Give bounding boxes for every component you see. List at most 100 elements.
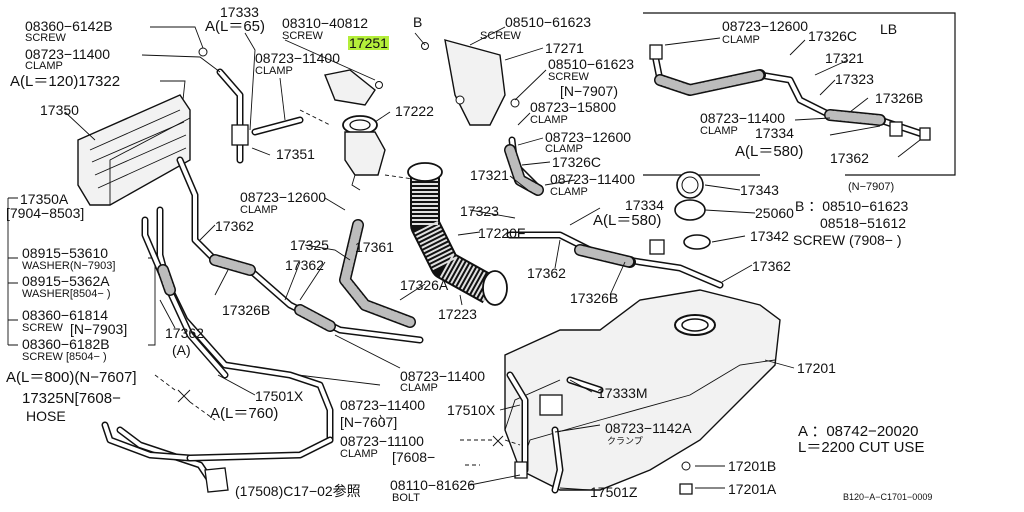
part-label: 17271 [545, 40, 584, 56]
part-label: B [413, 14, 423, 30]
part-label: 17201B [728, 458, 777, 474]
part-label: WASHER[8504− ) [22, 288, 111, 300]
part-label: 17510X [447, 402, 496, 418]
part-label: 17321 [470, 167, 509, 183]
part-label: CLAMP [255, 65, 293, 77]
part-label: 08915−5362A [22, 273, 110, 289]
part-label: 17342 [750, 228, 789, 244]
part-label: 17362 [215, 218, 254, 234]
part-label: SCREW (7908− ) [793, 232, 902, 248]
highlighted-part-label: 17251 [348, 35, 389, 51]
part-label: 17223 [438, 306, 477, 322]
part-label: 17326C [552, 154, 602, 170]
part-label: 17334 [625, 197, 664, 213]
part-label: CLAMP [25, 60, 63, 72]
part-label: 17323 [460, 203, 499, 219]
part-label: CLAMP [240, 204, 278, 216]
part-label: 08723−12600 [722, 18, 809, 34]
part-label: 08723−11400 [255, 50, 340, 66]
part-label: SCREW [25, 32, 66, 44]
part-label: 17501X [255, 388, 304, 404]
tank-lower-lines [506, 371, 604, 494]
part-label: A(L＝580) [593, 212, 662, 229]
part-label: 17351 [276, 146, 315, 162]
part-label: 08510−61623 [505, 14, 592, 30]
part-label: 17326B [222, 302, 271, 318]
part-label: CLAMP [400, 382, 438, 394]
part-label: 08518−51612 [820, 215, 907, 231]
part-label: 17334 [755, 125, 794, 141]
part-label: 08723−11400 [25, 46, 110, 62]
part-label: B ：08510−61623 [795, 198, 909, 214]
filler-neck-part [407, 162, 508, 306]
part-label: 17343 [740, 182, 779, 198]
part-label: L＝2200 CUT USE [798, 439, 925, 456]
part-label: A(L＝800)(N−7607] [6, 369, 137, 386]
part-label: 17362 [527, 265, 566, 281]
part-label: SCREW [22, 322, 63, 334]
part-label: CLAMP [722, 34, 760, 46]
leader-lines [64, 26, 921, 491]
part-label: SCREW [548, 71, 589, 83]
part-label: 17326B [570, 290, 619, 306]
part-label: (N−7907) [848, 181, 895, 193]
hose-17361 [339, 219, 416, 328]
part-label: 08723−1142A [605, 420, 692, 436]
part-label: 17333M [597, 385, 648, 401]
part-label: 08510−61623 [548, 56, 635, 72]
part-label: 08723−11100 [340, 433, 424, 449]
part-label: A(L＝580) [735, 143, 804, 160]
part-label: 08360−6142B [25, 18, 113, 34]
bracket-parts [198, 39, 520, 126]
part-label: [7608− [392, 449, 436, 465]
part-label: WASHER(N−7903] [22, 260, 116, 272]
part-label: SCREW [282, 30, 323, 42]
part-label: [7904−8503] [6, 205, 85, 221]
part-label: 17201A [728, 481, 777, 497]
bolts [204, 461, 693, 495]
part-label: CLAMP [700, 125, 738, 137]
part-label: 08723−12600 [545, 129, 632, 145]
right-vent-line [504, 136, 724, 289]
part-label: 17325N[7608− [22, 390, 121, 407]
part-label: 17326C [808, 28, 858, 44]
part-label: 08360−61814 [22, 307, 109, 323]
part-label: 08723−11400 [550, 171, 635, 187]
part-label: CLAMP [545, 143, 583, 155]
part-label: 08915−53610 [22, 245, 109, 261]
part-label: 17362 [830, 150, 869, 166]
part-label: 17501Z [590, 484, 638, 500]
part-label: CLAMP [550, 186, 588, 198]
part-label: 17325 [290, 237, 329, 253]
vent-line-17333 [216, 68, 304, 164]
part-label: A ：08742−20020 [798, 423, 919, 440]
part-label: 08723−11400 [700, 110, 785, 126]
part-label: 08723−12600 [240, 189, 327, 205]
part-label: A(L＝65) [205, 18, 266, 35]
part-label: (17508)C17−02参照 [235, 483, 361, 499]
part-label: 17350A [20, 191, 69, 207]
heat-shield-part [77, 94, 191, 206]
part-label: 08360−6182B [22, 336, 110, 352]
part-label: 17350 [40, 102, 79, 118]
part-label: 17323 [835, 71, 874, 87]
part-label: 17326B [875, 90, 924, 106]
part-label: 17362 [285, 257, 324, 273]
dashed-guides [154, 109, 521, 466]
part-label: CLAMP [530, 114, 568, 126]
part-label: クランプ [607, 436, 643, 446]
part-label: 17333 [220, 4, 259, 20]
part-label: 17220F [478, 225, 526, 241]
part-label: 08723−11400 [340, 397, 425, 413]
part-label: [N−7907) [560, 83, 618, 99]
fuel-tank-part [504, 289, 781, 491]
drawing-reference: B120−A−C1701−0009 [843, 492, 933, 502]
part-label: 17361 [355, 239, 394, 255]
part-label: [N−7903] [70, 321, 128, 337]
inset-frame [643, 12, 956, 176]
part-label: 17362 [165, 325, 204, 341]
part-label: 17321 [825, 50, 864, 66]
part-label: BOLT [392, 492, 420, 504]
part-label: 08310−40812 [282, 15, 369, 31]
